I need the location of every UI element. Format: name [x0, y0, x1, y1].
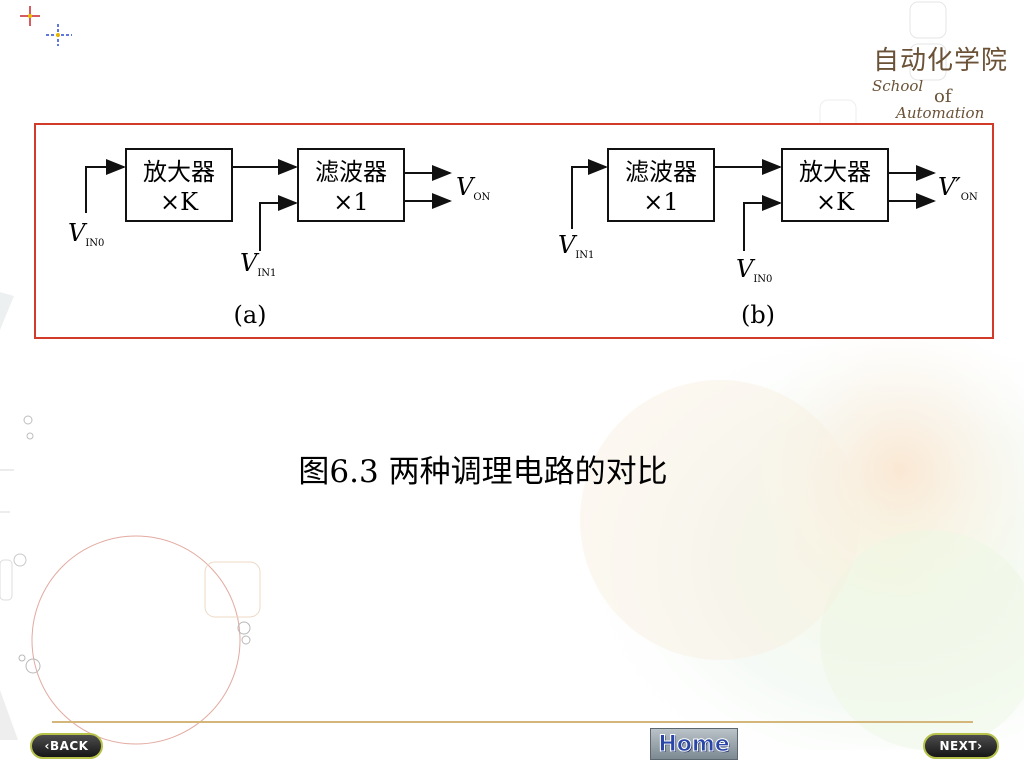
input-wire-b-bottom [743, 195, 782, 251]
logo-of-text: of [934, 86, 952, 107]
label-a: (a) [233, 301, 266, 329]
home-button[interactable]: Home [650, 728, 738, 760]
amplifier-gain-a: ×K [160, 188, 199, 216]
amplifier-label-a: 放大器 [143, 158, 215, 186]
input-wire-b-top [571, 159, 608, 229]
logo-chinese-text: 自动化学院 [872, 46, 1008, 76]
filter-gain-b: ×1 [643, 188, 678, 216]
filter-block-a [297, 148, 405, 222]
amplifier-gain-b: ×K [816, 188, 855, 216]
footer-divider [52, 721, 973, 723]
filter-label-b: 滤波器 [625, 158, 697, 186]
amplifier-block-a [125, 148, 233, 222]
input-wire-a-top [85, 159, 126, 213]
input-label-b-top: VIN1 [558, 231, 594, 261]
crosshair-icon [20, 6, 72, 46]
output-label-a: VON [456, 173, 491, 203]
input-wire-a-bottom [259, 195, 298, 251]
filter-label-a: 滤波器 [315, 158, 387, 186]
back-button[interactable]: ‹BACK [30, 733, 103, 759]
input-label-b-bottom: VIN0 [736, 255, 772, 285]
circuit-comparison-figure: 放大器 ×K 滤波器 ×1 VIN0 VIN1 VON (a) 滤波器 ×1 放… [34, 123, 994, 339]
home-button-label: Home [658, 731, 730, 757]
label-b: (b) [741, 301, 775, 329]
input-label-a-bottom: VIN1 [240, 249, 276, 279]
figure-caption: 图6.3 两种调理电路的对比 [0, 446, 1024, 491]
caption-text: 图6.3 两种调理电路的对比 [298, 454, 668, 490]
input-label-a-top: VIN0 [68, 219, 104, 249]
output-label-b: V′ON [938, 173, 978, 203]
logo-automation-text: Automation [896, 104, 985, 122]
amplifier-block-b [781, 148, 889, 222]
school-logo: 自动化学院 School of Automation [866, 40, 1016, 122]
next-button[interactable]: NEXT› [923, 733, 999, 759]
filter-block-b [607, 148, 715, 222]
logo-school-text: School [872, 77, 924, 95]
diagram-b: 滤波器 ×1 放大器 ×K VIN1 VIN0 V′ON (b) [558, 148, 978, 329]
diagram-a: 放大器 ×K 滤波器 ×1 VIN0 VIN1 VON (a) [68, 148, 491, 329]
filter-gain-a: ×1 [333, 188, 368, 216]
amplifier-label-b: 放大器 [799, 158, 871, 186]
